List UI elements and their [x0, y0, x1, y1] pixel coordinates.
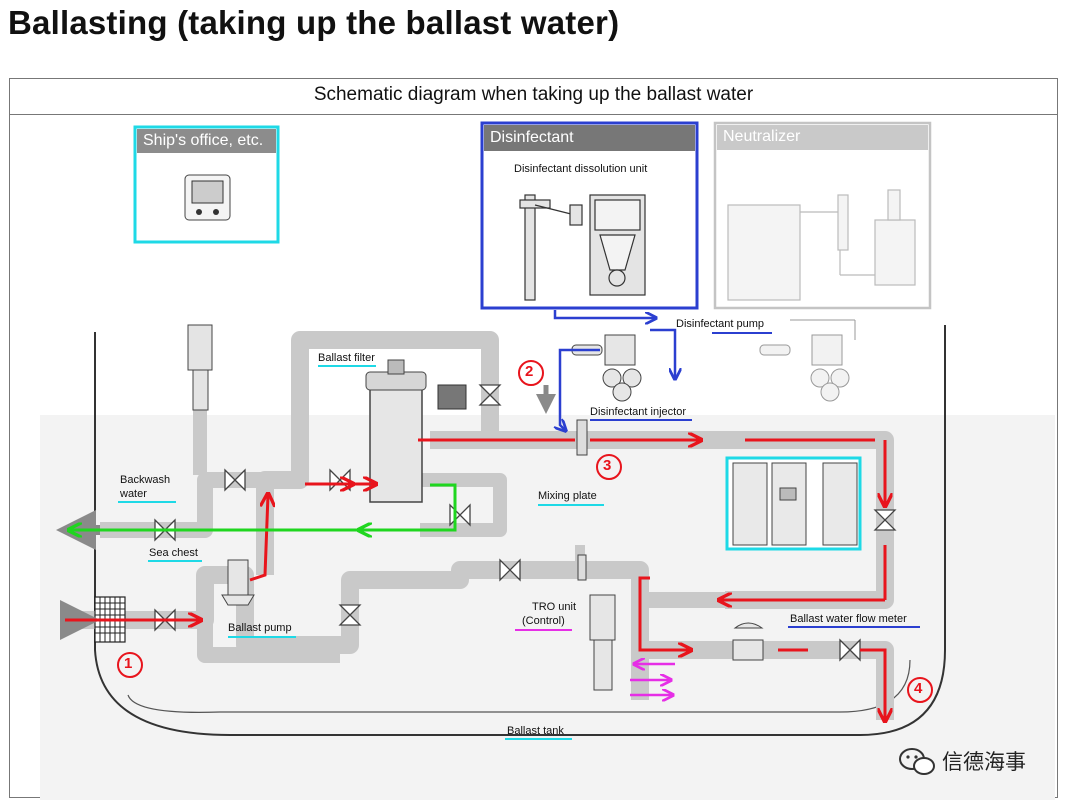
backwash-label-line2: water	[120, 488, 147, 500]
backwash-flow-path	[70, 483, 457, 530]
backwash-label-line1: Backwash	[120, 474, 171, 486]
ballast-pump-label: Ballast pump	[228, 622, 292, 634]
control-cabinets	[732, 462, 858, 546]
marker-4	[907, 677, 933, 703]
sea-chest-label: Sea chest	[149, 547, 198, 559]
marker-4-text: 4	[914, 680, 923, 697]
tro-unit	[589, 594, 616, 691]
office-box-title: Ship's office, etc.	[143, 132, 264, 149]
neutralizer-pump-unit	[759, 319, 856, 402]
tro-sample-flow	[630, 664, 675, 695]
numbered-markers	[117, 360, 933, 703]
tro-unit-label-line1: TRO unit	[532, 601, 577, 613]
disinfectant-pump-unit	[560, 334, 642, 402]
marker-2-text: 2	[525, 363, 534, 380]
ballast-filter	[365, 359, 467, 503]
flow-meter	[732, 622, 764, 661]
dissolution-unit-label: Disinfectant dissolution unit	[514, 163, 648, 175]
ballast-tank-label: Ballast tank	[507, 725, 564, 737]
marker-1	[117, 652, 143, 678]
disinfectant-box-title: Disinfectant	[490, 129, 574, 146]
neutralizer-box-title: Neutralizer	[723, 128, 801, 145]
neutralizer-unit-icon	[727, 189, 916, 301]
dissolution-unit-icon	[519, 194, 646, 301]
tro-unit-label-line2: (Control)	[522, 615, 565, 627]
mixing-plate-label: Mixing plate	[538, 490, 597, 502]
marker-2	[518, 360, 544, 386]
label-underlines	[118, 332, 920, 740]
ballast-tank-outline	[127, 659, 911, 713]
ballast-filter-label: Ballast filter	[318, 352, 375, 364]
marker-3-text: 3	[603, 457, 612, 474]
marker-1-text: 1	[124, 655, 133, 672]
mixing-plate	[576, 419, 588, 456]
watermark-text: 信德海事	[942, 751, 1026, 774]
ballast-flow-path	[65, 440, 885, 720]
disinfectant-flow-path	[555, 310, 675, 430]
disinfectant-box-header	[484, 125, 695, 151]
wechat-icon	[899, 748, 935, 775]
office-box-header	[137, 129, 276, 153]
tro-sample-point	[577, 554, 587, 581]
marker-3	[596, 454, 622, 480]
page-title: Ballasting (taking up the ballast water)	[8, 4, 620, 41]
disinfectant-injector-label: Disinfectant injector	[590, 406, 686, 418]
hull-outline	[94, 325, 946, 736]
neutralizer-box-header	[717, 125, 928, 150]
backwash-control-unit	[187, 324, 213, 411]
diagram-title: Schematic diagram when taking up the bal…	[9, 78, 1058, 115]
flow-meter-label: Ballast water flow meter	[790, 613, 907, 625]
ballast-pump	[221, 559, 255, 606]
disinfectant-pump-label: Disinfectant pump	[676, 318, 765, 330]
